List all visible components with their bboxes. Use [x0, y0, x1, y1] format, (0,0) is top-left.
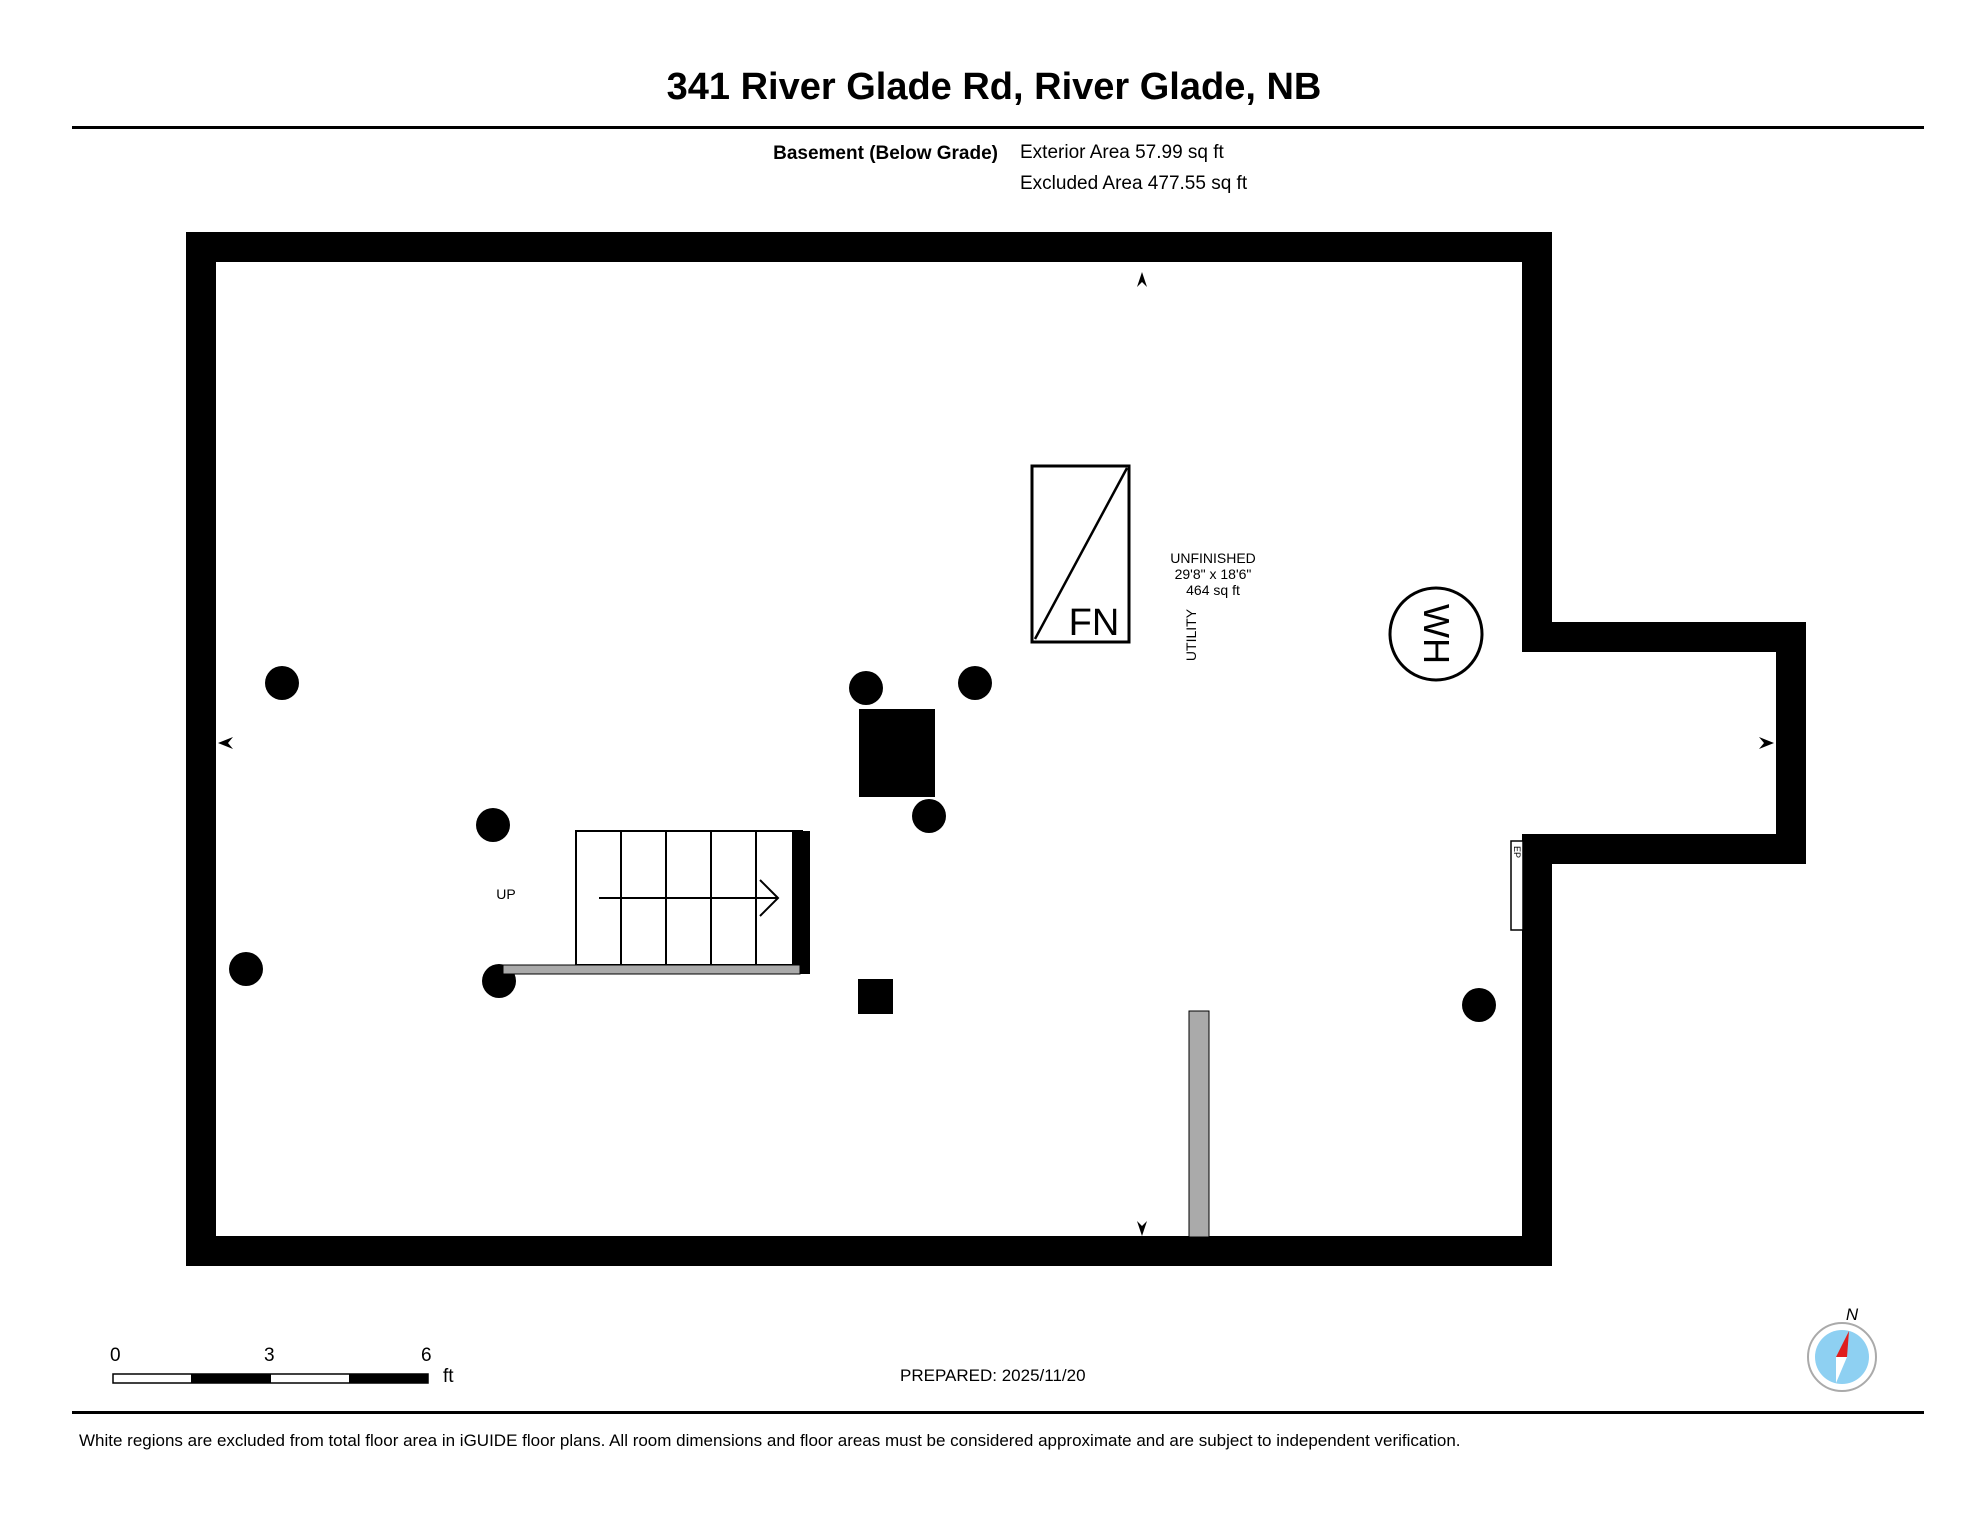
water-heater: WH	[1388, 586, 1484, 682]
post	[229, 952, 263, 986]
scale-tick-6: 6	[421, 1345, 432, 1366]
staircase	[502, 830, 810, 975]
furnace-label: FN	[1069, 602, 1120, 644]
square-post	[858, 979, 893, 1014]
compass-icon: N	[1807, 1305, 1877, 1392]
water-heater-label: WH	[1416, 604, 1457, 664]
door-arrow-left	[218, 737, 233, 749]
excluded-area: Excluded Area 477.55 sq ft	[1020, 173, 1248, 194]
post	[476, 808, 510, 842]
door-arrow-top	[1137, 272, 1147, 287]
post	[849, 671, 883, 705]
footer-divider	[72, 1411, 1924, 1414]
floor-label: Basement (Below Grade)	[773, 143, 998, 164]
chimney-block	[859, 709, 935, 797]
stairs-label: UP	[496, 886, 515, 902]
page-title: 341 River Glade Rd, River Glade, NB	[666, 66, 1322, 108]
post	[912, 799, 946, 833]
door-arrow-bottom	[1137, 1221, 1147, 1236]
header-divider	[72, 126, 1924, 129]
prepared-date: PREPARED: 2025/11/20	[900, 1366, 1086, 1385]
exterior-area: Exterior Area 57.99 sq ft	[1020, 142, 1224, 163]
furnace: FN	[1030, 464, 1131, 644]
post	[265, 666, 299, 700]
scale-unit: ft	[443, 1366, 454, 1387]
disclaimer: White regions are excluded from total fl…	[79, 1431, 1461, 1450]
compass-north-label: N	[1846, 1305, 1859, 1324]
electrical-panel-label: EP	[1512, 846, 1522, 858]
scale-bar	[112, 1373, 429, 1384]
room-area: 464 sq ft	[1186, 582, 1240, 598]
room-sublabel: UTILITY	[1183, 608, 1199, 661]
scale-tick-0: 0	[110, 1345, 121, 1366]
electrical-panel: EP	[1510, 840, 1524, 931]
exterior-walls	[186, 232, 1806, 1266]
post	[958, 666, 992, 700]
room-name: UNFINISHED	[1170, 550, 1256, 566]
scale-tick-3: 3	[264, 1345, 275, 1366]
room-dimensions: 29'8" x 18'6"	[1175, 566, 1252, 582]
post	[1462, 988, 1496, 1022]
door-arrow-right	[1759, 737, 1774, 749]
interior-partition	[1188, 1010, 1210, 1238]
